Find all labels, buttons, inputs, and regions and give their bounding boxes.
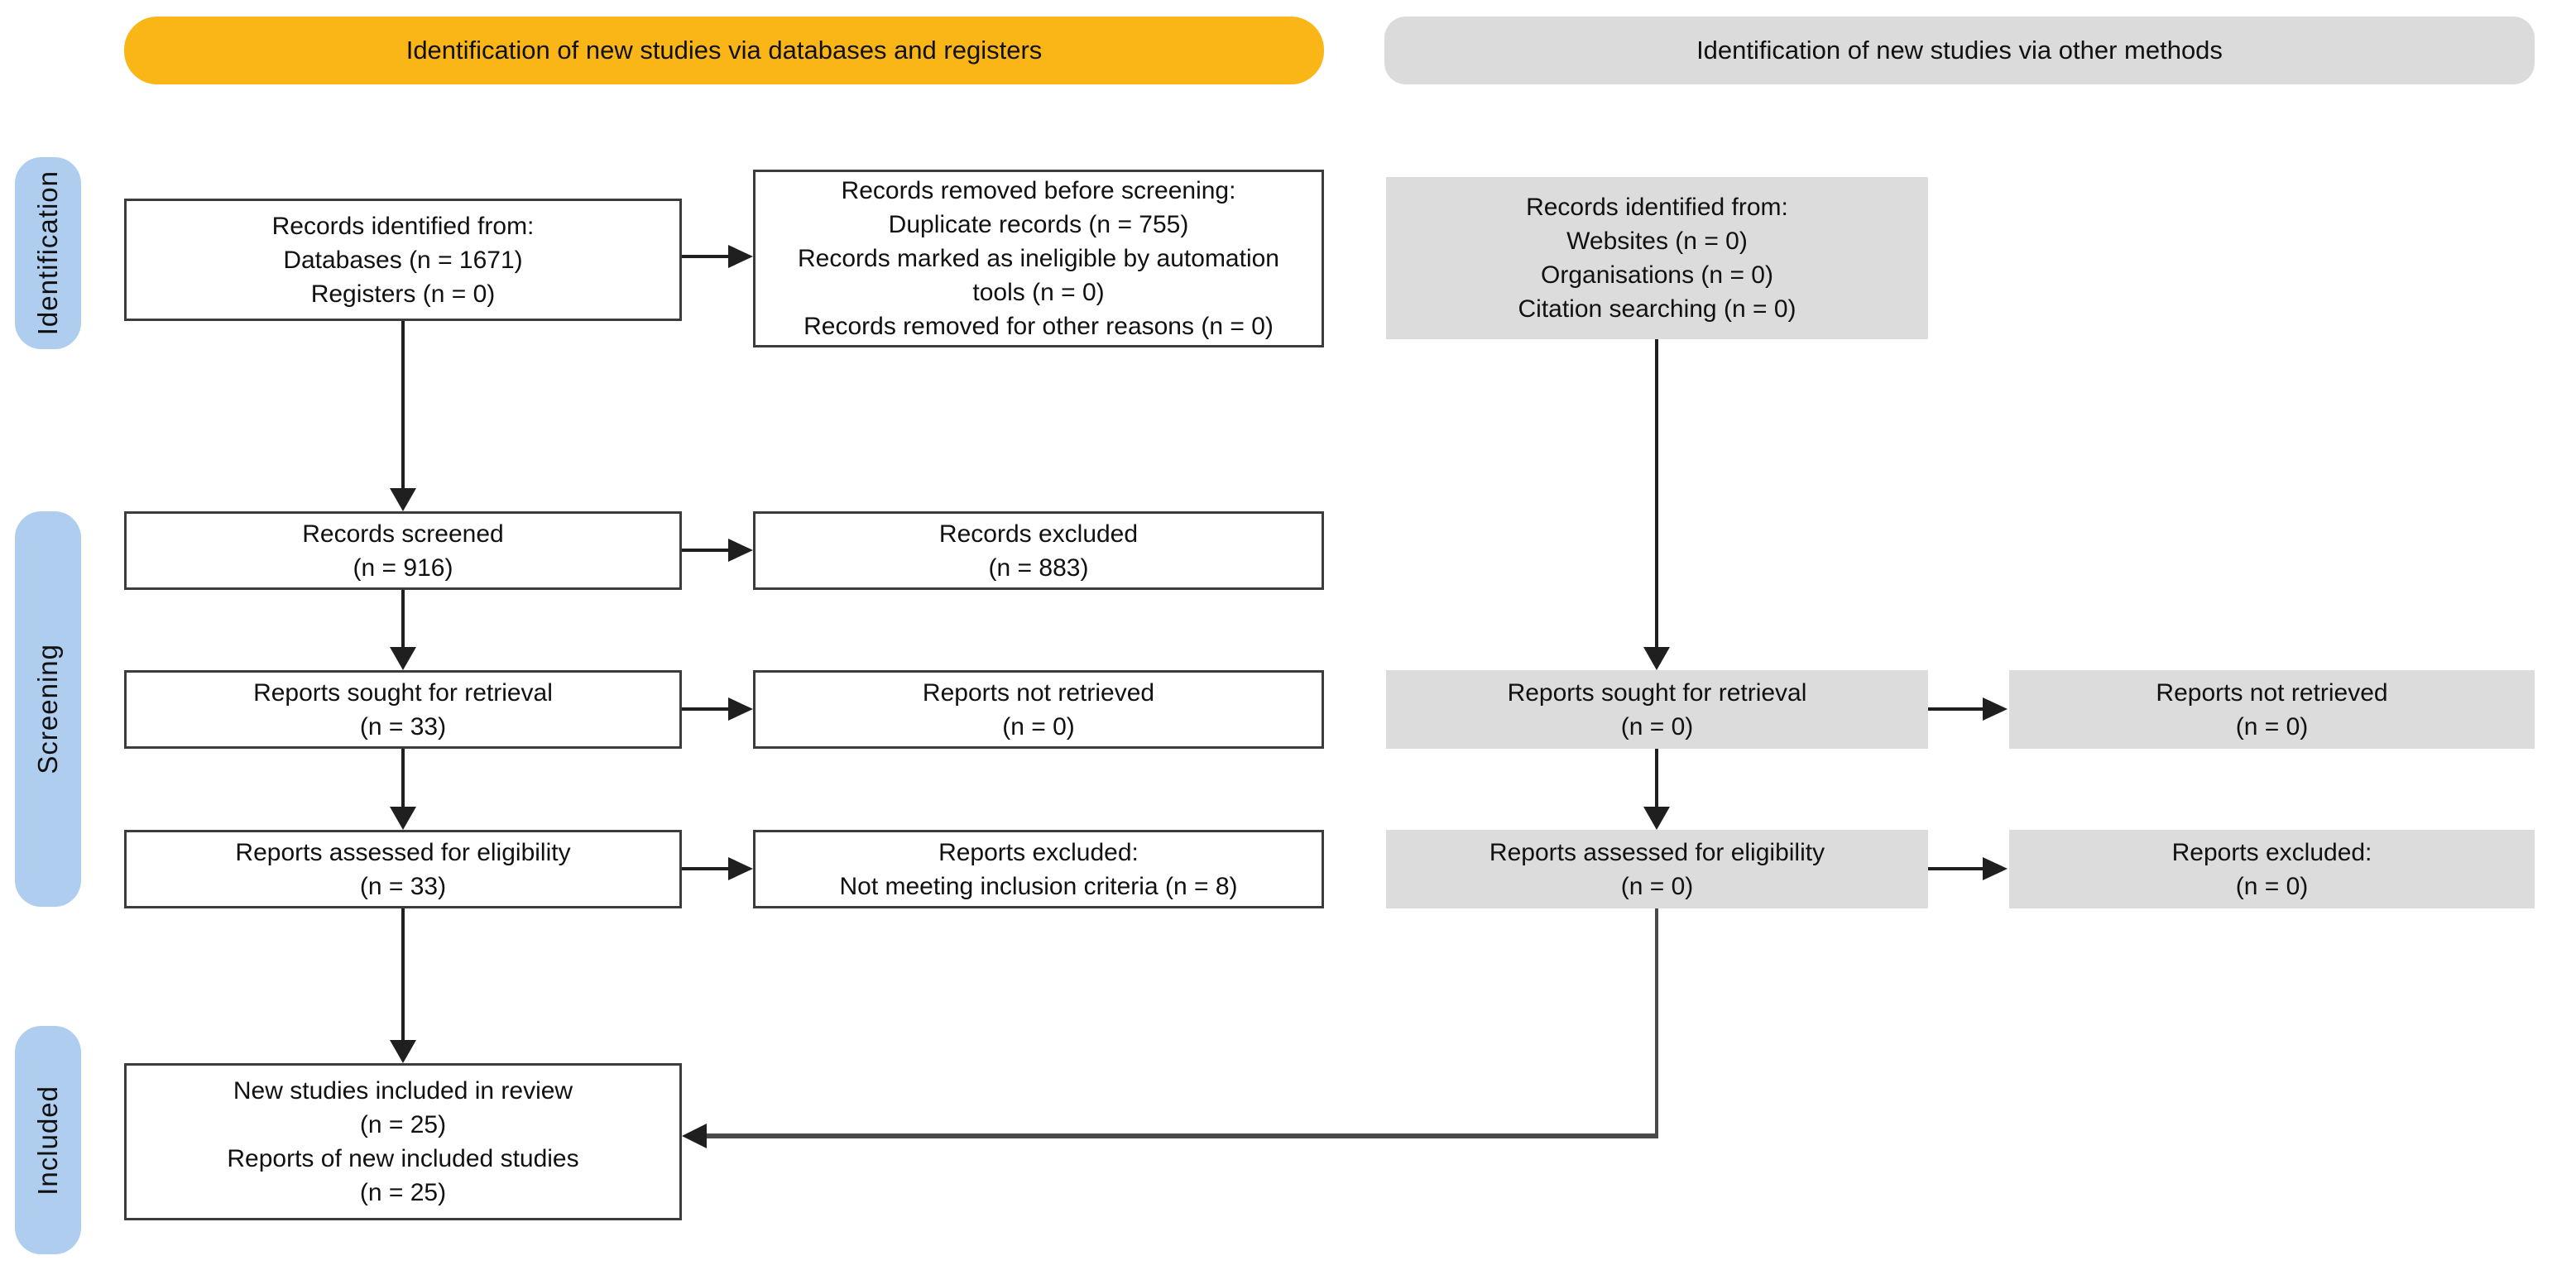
banner-databases-registers: Identification of new studies via databa… [124, 17, 1324, 84]
box-records-excluded: Records excluded (n = 883) [753, 511, 1324, 590]
arrow-line-assessed-other-to-excluded [1928, 867, 1983, 870]
arrow-line-identified-other-to-sought [1655, 339, 1658, 647]
arrowhead-sought-other-to-assessed [1643, 807, 1670, 830]
arrow-line-identified-to-screened [401, 321, 405, 490]
arrow-line-sought-other-to-notretrieved [1928, 707, 1983, 711]
arrow-line-sought-other-to-assessed [1655, 749, 1658, 807]
box-reports-excluded-databases: Reports excluded: Not meeting inclusion … [753, 830, 1324, 908]
arrow-line-sought-to-assessed [401, 749, 405, 807]
stage-label-included: Included [32, 1085, 63, 1196]
stage-pill-identification: Identification [15, 157, 81, 349]
arrowhead-sought-other-to-notretrieved [1983, 697, 2008, 721]
arrow-line-identified-to-removed [682, 255, 728, 258]
box-records-identified-databases: Records identified from: Databases (n = … [124, 199, 682, 321]
arrow-line-screened-to-sought [401, 590, 405, 648]
banner-other-methods: Identification of new studies via other … [1384, 17, 2535, 84]
arrowhead-assessed-to-excluded [728, 857, 753, 880]
box-reports-excluded-other: Reports excluded: (n = 0) [2009, 830, 2535, 908]
arrow-line-screened-to-excluded [682, 549, 728, 552]
box-reports-not-retrieved-databases: Reports not retrieved (n = 0) [753, 670, 1324, 749]
arrow-line-assessed-to-excluded [682, 867, 728, 870]
box-records-identified-other: Records identified from: Websites (n = 0… [1386, 177, 1928, 339]
box-reports-sought-databases: Reports sought for retrieval (n = 33) [124, 670, 682, 749]
box-reports-assessed-other: Reports assessed for eligibility (n = 0) [1386, 830, 1928, 908]
arrowhead-other-to-included [682, 1124, 707, 1148]
box-reports-sought-other: Reports sought for retrieval (n = 0) [1386, 670, 1928, 749]
box-new-studies-included: New studies included in review (n = 25) … [124, 1063, 682, 1220]
box-reports-assessed-databases: Reports assessed for eligibility (n = 33… [124, 830, 682, 908]
arrowhead-screened-to-excluded [728, 539, 753, 562]
stage-pill-screening: Screening [15, 511, 81, 907]
arrowhead-screened-to-sought [390, 647, 416, 670]
arrowhead-assessed-to-included [390, 1040, 416, 1063]
arrowhead-identified-to-removed [728, 245, 753, 268]
elbow-line-horizontal-other-to-included [705, 1133, 1658, 1138]
elbow-line-vertical-other-to-included [1655, 908, 1658, 1138]
arrowhead-sought-to-assessed [390, 807, 416, 830]
arrowhead-identified-to-screened [390, 488, 416, 511]
stage-pill-included: Included [15, 1026, 81, 1254]
arrow-line-sought-to-notretrieved [682, 707, 728, 711]
arrow-line-assessed-to-included [401, 908, 405, 1041]
arrowhead-identified-other-to-sought [1643, 647, 1670, 670]
box-records-removed-before-screening: Records removed before screening: Duplic… [753, 170, 1324, 347]
stage-label-identification: Identification [32, 170, 63, 336]
box-records-screened: Records screened (n = 916) [124, 511, 682, 590]
box-reports-not-retrieved-other: Reports not retrieved (n = 0) [2009, 670, 2535, 749]
stage-label-screening: Screening [32, 644, 63, 774]
arrowhead-sought-to-notretrieved [728, 697, 753, 721]
arrowhead-assessed-other-to-excluded [1983, 857, 2008, 880]
